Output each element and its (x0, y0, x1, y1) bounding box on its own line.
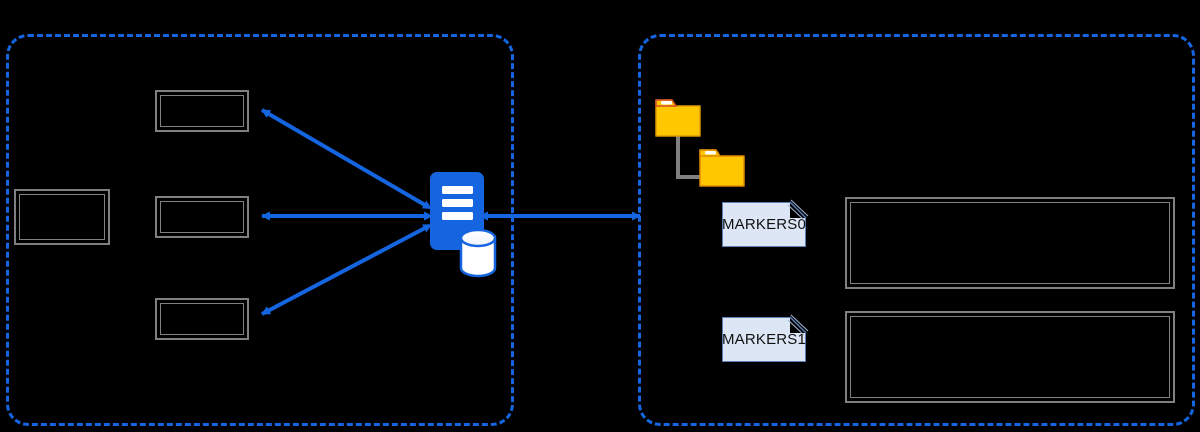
left-zone-boundary (6, 34, 514, 426)
markers1-page-fold-icon (787, 314, 809, 336)
markers1-detail-panel-label (850, 316, 1170, 398)
markers0-detail-panel-label (850, 202, 1170, 284)
markers0-detail-panel[interactable] (845, 197, 1175, 289)
left-standalone-box-label (19, 194, 105, 240)
folder-parent-icon[interactable] (655, 99, 701, 137)
connector-server-to-stacked-box-3 (261, 224, 433, 316)
markers1-document-label: MARKERS1 (721, 331, 807, 348)
left-standalone-box[interactable] (14, 189, 110, 245)
database-cylinder-icon (459, 228, 497, 278)
stacked-box-2-label (160, 201, 244, 233)
folder-tree-connector (676, 136, 700, 179)
server-database-icon[interactable] (430, 172, 497, 278)
stacked-box-1-label (160, 95, 244, 127)
connector-server-to-stacked-box-1 (260, 108, 432, 210)
stacked-box-3[interactable] (155, 298, 249, 340)
markers0-page-fold-icon (787, 199, 809, 221)
stacked-box-1[interactable] (155, 90, 249, 132)
markers1-detail-panel[interactable] (845, 311, 1175, 403)
markers0-document-label: MARKERS0 (721, 216, 807, 233)
folder-child-icon[interactable] (699, 149, 745, 187)
right-zone-boundary (638, 34, 1195, 426)
stacked-box-3-label (160, 303, 244, 335)
stacked-box-2[interactable] (155, 196, 249, 238)
